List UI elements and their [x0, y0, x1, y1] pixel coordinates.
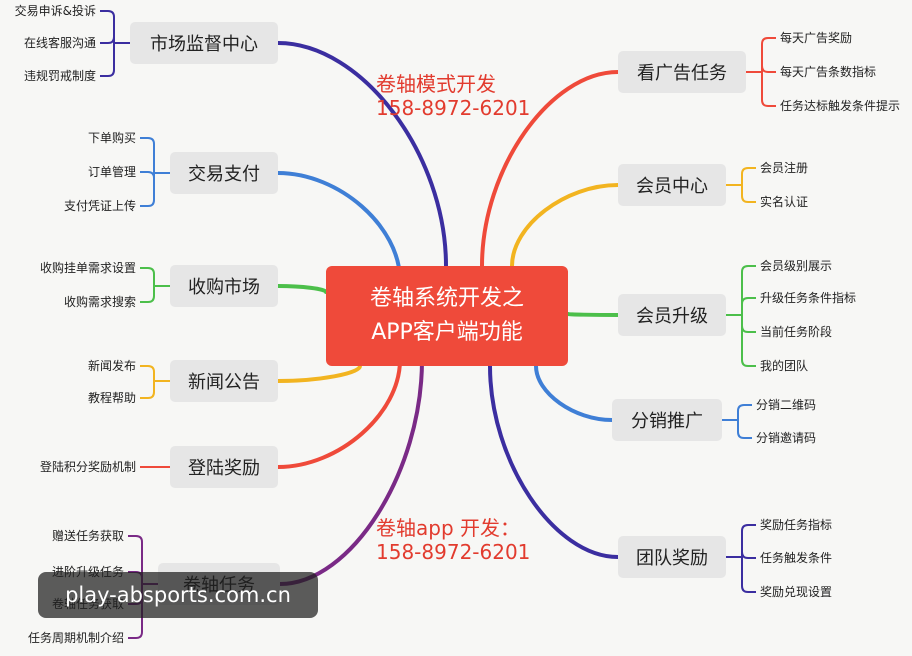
left-branch-1-leaf-connector — [100, 69, 115, 77]
left-branch-2-leaf-connector — [140, 171, 155, 179]
right-branch-2-connector — [510, 183, 620, 268]
left-branch-4-leaf: 新闻发布 — [87, 359, 136, 373]
left-branch-1-leaf: 交易申诉&投诉 — [14, 4, 96, 18]
right-branch-5-leaf: 奖励任务指标 — [760, 518, 833, 532]
right-branch-1-connector — [480, 70, 620, 268]
left-branch-6-leaf: 任务周期机制介绍 — [27, 631, 124, 645]
left-branch-4-topic: 新闻公告 — [170, 360, 278, 402]
left-branch-3-leaf: 收购挂单需求设置 — [39, 261, 136, 275]
left-branch-2-leaf: 下单购买 — [87, 131, 136, 145]
left-branch-2-connector — [276, 171, 402, 282]
right-branch-3-leaf: 当前任务阶段 — [760, 325, 833, 339]
right-branch-3-leaf-connector — [741, 265, 756, 273]
right-branch-3-leaf: 会员级别展示 — [760, 259, 833, 273]
left-branch-3-topic: 收购市场 — [170, 265, 278, 307]
left-branch-6-leaf-connector — [128, 631, 143, 639]
center-topic: 卷轴系统开发之 APP客户端功能 — [326, 266, 568, 366]
left-branch-3-leaf-connector — [140, 267, 155, 275]
right-branch-5-topic: 团队奖励 — [618, 536, 726, 578]
center-topic-line2: APP客户端功能 — [371, 320, 523, 345]
right-branch-5-connector — [488, 364, 620, 559]
left-branch-1-leaf: 违规罚戒制度 — [23, 69, 96, 83]
left-branch-3-leaf-connector — [140, 295, 155, 303]
left-branch-2-leaf: 支付凭证上传 — [63, 199, 136, 213]
left-branch-4-leaf-connector — [140, 391, 155, 399]
right-branch-1-leaf-connector — [761, 99, 776, 107]
right-branch-3-leaf: 我的团队 — [760, 359, 809, 373]
right-branch-4-topic: 分销推广 — [612, 399, 722, 441]
right-branch-1-leaf-connector — [761, 65, 776, 73]
right-branch-3-leaf: 升级任务条件指标 — [760, 291, 857, 305]
contact-note-top-line1: 卷轴模式开发 — [376, 72, 496, 96]
left-branch-4-leaf-connector — [140, 365, 155, 373]
right-branch-4-leaf: 分销邀请码 — [756, 431, 817, 445]
left-branch-1-leaf-connector — [100, 10, 115, 18]
right-branch-3-connector — [566, 312, 620, 317]
right-branch-4-leaf-connector — [737, 431, 752, 439]
right-branch-5-leaf-connector — [741, 524, 756, 532]
center-topic-line1: 卷轴系统开发之 — [369, 286, 524, 311]
left-branch-2-leaf-connector — [140, 199, 155, 207]
right-branch-3-leaf-connector — [741, 325, 756, 333]
right-branch-1-leaf: 每天广告条数指标 — [780, 65, 877, 79]
left-branch-5-topic: 登陆奖励 — [170, 446, 278, 488]
left-branch-2-leaf-connector — [140, 137, 155, 145]
left-branch-6-leaf: 赠送任务获取 — [51, 529, 124, 543]
right-branch-1-topic: 看广告任务 — [618, 51, 746, 93]
left-branch-4-connector — [276, 364, 362, 383]
left-branch-2-topic: 交易支付 — [170, 152, 278, 194]
left-branch-5-leaf: 登陆积分奖励机制 — [39, 460, 136, 474]
right-branch-5-leaf: 任务触发条件 — [760, 551, 833, 565]
right-branch-5-leaf-connector — [741, 551, 756, 559]
right-branch-3-leaf-connector — [741, 359, 756, 367]
right-branch-1-leaf: 每天广告奖励 — [780, 31, 853, 45]
left-branch-2-leaf: 订单管理 — [87, 165, 136, 179]
right-branch-2-leaf-connector — [741, 195, 756, 203]
left-branch-3-connector — [276, 284, 328, 294]
right-branch-3-leaf-connector — [741, 297, 756, 305]
left-branch-1-topic: 市场监督中心 — [130, 22, 278, 64]
right-branch-1-leaf: 任务达标触发条件提示 — [780, 99, 901, 113]
right-branch-2-leaf: 会员注册 — [760, 161, 809, 175]
right-branch-4-connector — [534, 364, 614, 422]
left-branch-1-connector — [276, 41, 448, 268]
contact-note-bottom: 卷轴app 开发： 158-8972-6201 — [376, 516, 530, 564]
contact-note-top-line2: 158-8972-6201 — [376, 96, 531, 120]
right-branch-3-topic: 会员升级 — [618, 294, 726, 336]
right-branch-4-leaf-connector — [737, 404, 752, 412]
left-branch-1-leaf: 在线客服沟通 — [23, 36, 96, 50]
right-branch-5-leaf: 奖励兑现设置 — [760, 585, 833, 599]
right-branch-2-leaf-connector — [741, 167, 756, 175]
right-branch-1-leaf-connector — [761, 37, 776, 45]
right-branch-4-leaf: 分销二维码 — [756, 398, 817, 412]
left-branch-3-leaf: 收购需求搜索 — [63, 295, 136, 309]
left-branch-4-leaf: 教程帮助 — [87, 391, 136, 405]
right-branch-2-topic: 会员中心 — [618, 164, 726, 206]
left-branch-1-leaf-connector — [100, 36, 115, 44]
contact-note-top: 卷轴模式开发 158-8972-6201 — [376, 72, 530, 120]
contact-note-bottom-line2: 158-8972-6201 — [376, 540, 531, 564]
left-branch-5-connector — [276, 358, 402, 469]
right-branch-5-leaf-connector — [741, 585, 756, 593]
contact-note-bottom-line1: 卷轴app 开发： — [376, 516, 521, 540]
left-branch-6-leaf-connector — [128, 535, 143, 543]
right-branch-2-leaf: 实名认证 — [760, 195, 809, 209]
watermark: play-absports.com.cn — [38, 572, 318, 618]
